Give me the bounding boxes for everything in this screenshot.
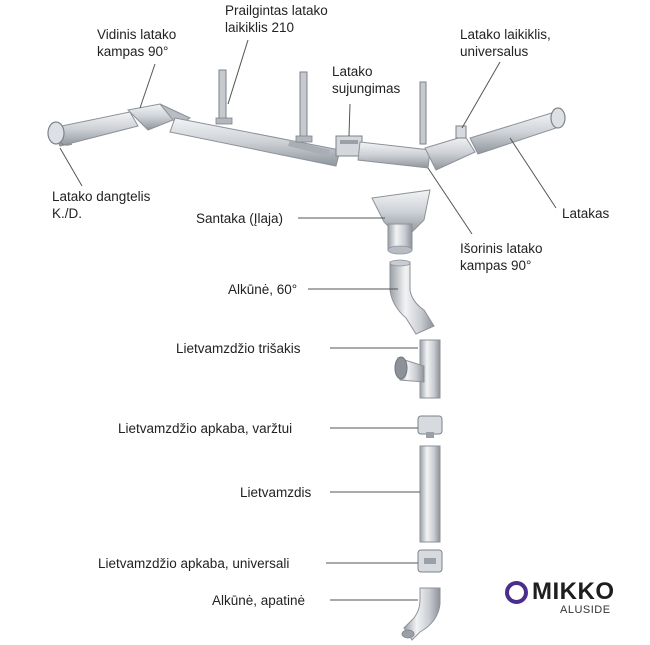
label-end-cap: Latako dangtelis K./D. xyxy=(52,188,150,222)
label-bracket210-line2: laikiklis 210 xyxy=(225,20,295,35)
label-gutter: Latakas xyxy=(562,206,610,221)
gutter-connector xyxy=(335,135,363,157)
downpipe-clamp-screw xyxy=(417,415,443,438)
label-clamp-screw: Lietvamzdžio apkaba, varžtui xyxy=(118,421,293,436)
label-end-cap-line1: Latako dangtelis xyxy=(52,189,151,204)
brand-sub: ALUSIDE xyxy=(560,604,611,616)
end-cap-left xyxy=(47,121,65,145)
leader-inner-corner xyxy=(139,63,156,109)
brand-logo: MIKKO ALUSIDE xyxy=(505,578,615,616)
label-univ-bracket-line1: Latako laikiklis, xyxy=(460,27,551,42)
label-tee: Lietvamzdžio trišakis xyxy=(176,341,301,356)
label-connector-line1: Latako xyxy=(332,64,373,79)
leader-bracket210 xyxy=(227,39,249,105)
label-univ-bracket-line2: universalus xyxy=(460,44,529,59)
label-clamp-univ: Lietvamzdžio apkaba, universali xyxy=(98,556,290,571)
downpipe-clamp-universal xyxy=(417,549,443,573)
label-connector: Latako sujungimas xyxy=(332,63,400,97)
universal-bracket xyxy=(455,125,467,139)
brand-ring-icon xyxy=(505,580,528,604)
leader-lines xyxy=(59,39,557,601)
label-bracket210-line1: Prailgintas latako xyxy=(225,3,328,18)
label-pipe: Lietvamzdis xyxy=(240,485,312,500)
label-bracket210: Prailgintas latako laikiklis 210 xyxy=(225,2,328,36)
gutter-left-segment xyxy=(51,111,139,147)
outer-corner-90 xyxy=(424,135,476,171)
label-connector-line2: sujungimas xyxy=(332,81,401,96)
label-outer-corner: Išorinis latako kampas 90° xyxy=(460,240,543,274)
label-inner-corner: Vidinis latako kampas 90° xyxy=(97,26,176,60)
brand-logo-row: MIKKO xyxy=(505,578,615,606)
label-univ-bracket: Latako laikiklis, universalus xyxy=(460,26,551,60)
gutter-middle-segment xyxy=(169,117,341,167)
label-outlet: Santaka (Įlaja) xyxy=(196,211,284,226)
label-outer-corner-line1: Išorinis latako xyxy=(460,241,543,256)
elbow-bottom xyxy=(401,587,441,641)
leader-end-cap xyxy=(59,147,83,187)
brand-name: MIKKO xyxy=(532,578,615,605)
downpipe xyxy=(419,445,441,543)
label-inner-corner-line2: kampas 90° xyxy=(97,44,169,59)
label-inner-corner-line1: Vidinis latako xyxy=(97,27,177,42)
label-end-cap-line2: K./D. xyxy=(52,206,83,221)
end-cap-right xyxy=(550,107,566,129)
leader-univ-bracket xyxy=(461,61,501,129)
extended-bracket-210 xyxy=(215,69,313,143)
leader-connector xyxy=(348,103,351,137)
elbow-60 xyxy=(389,259,435,335)
downpipe-tee xyxy=(394,339,441,399)
label-outer-corner-line2: kampas 90° xyxy=(460,258,532,273)
leader-outer-corner xyxy=(427,167,473,235)
leader-gutter xyxy=(509,137,557,209)
outlet xyxy=(371,189,431,255)
label-elbow60: Alkūnė, 60° xyxy=(228,282,298,297)
label-elbow-bottom: Alkūnė, apatinė xyxy=(212,593,306,608)
